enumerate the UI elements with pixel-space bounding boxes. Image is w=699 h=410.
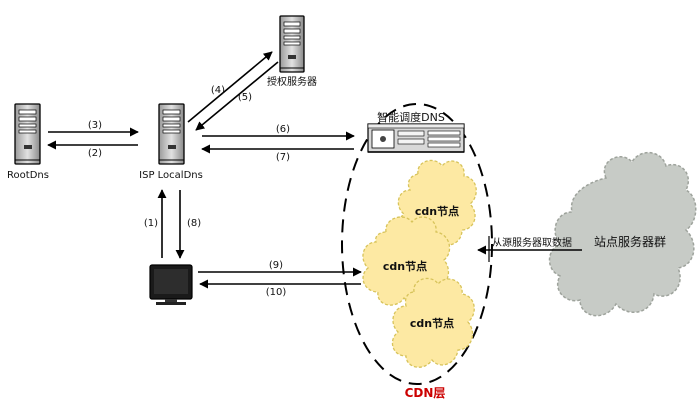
cdn-layer-boundary bbox=[341, 103, 493, 385]
root-dns-label: RootDns bbox=[7, 170, 49, 181]
edge-3-label: (3) bbox=[88, 120, 102, 131]
cdn-node-label: cdn节点 bbox=[410, 316, 454, 330]
auth-server: 授权服务器 bbox=[267, 15, 317, 88]
server-tower-icon bbox=[279, 15, 305, 73]
edge-9-label: (9) bbox=[269, 260, 283, 271]
cdn-node-label: cdn节点 bbox=[383, 259, 427, 273]
root-dns-server: RootDns bbox=[7, 103, 49, 181]
cdn-node-3: cdn节点 bbox=[391, 277, 475, 368]
edge-6-label: (6) bbox=[276, 124, 290, 135]
client-computer bbox=[149, 264, 193, 305]
server-rack-icon bbox=[367, 123, 465, 153]
origin-fetch-label: 从源服务器取数据 bbox=[492, 236, 572, 249]
cloud-icon bbox=[548, 152, 697, 317]
edge-10-label: (10) bbox=[266, 287, 287, 298]
auth-server-label: 授权服务器 bbox=[267, 75, 317, 88]
edge-5-label: (5) bbox=[238, 92, 252, 103]
cloud-icon bbox=[391, 277, 475, 368]
monitor-icon bbox=[149, 264, 193, 305]
edge-7-label: (7) bbox=[276, 152, 290, 163]
edge-1-label: (1) bbox=[144, 218, 158, 229]
isp-local-dns-server: ISP LocalDns bbox=[139, 103, 203, 181]
origin-label: 站点服务器群 bbox=[594, 234, 666, 249]
edge-8-label: (8) bbox=[187, 218, 201, 229]
edge-5-arrow bbox=[195, 61, 279, 131]
server-tower-icon bbox=[14, 103, 41, 165]
cdn-layer-label: CDN层 bbox=[405, 386, 446, 400]
smart-dns-server: 智能调度DNS bbox=[367, 110, 465, 153]
edge-4-label: (4) bbox=[211, 85, 225, 96]
isp-local-dns-label: ISP LocalDns bbox=[139, 170, 203, 181]
server-tower-icon bbox=[158, 103, 185, 165]
cdn-node-label: cdn节点 bbox=[415, 204, 459, 218]
edge-4-arrow bbox=[187, 51, 273, 123]
smart-dns-label: 智能调度DNS bbox=[377, 110, 445, 124]
origin-cloud: 站点服务器群 bbox=[548, 152, 697, 317]
edge-2-label: (2) bbox=[88, 148, 102, 159]
